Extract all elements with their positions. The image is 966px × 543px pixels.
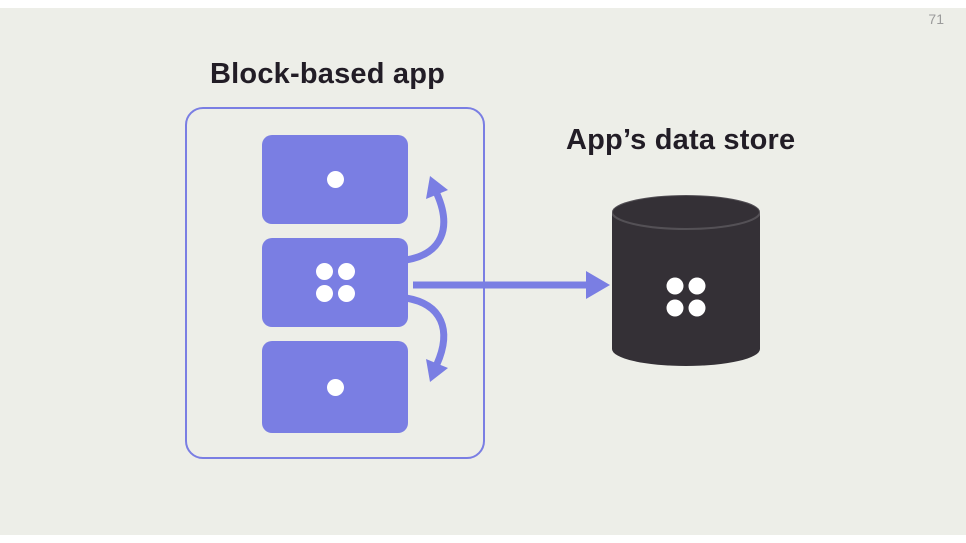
app-block-middle [262,238,408,327]
app-block-bottom [262,341,408,433]
single-dot-icon [326,378,344,396]
app-block-top [262,135,408,224]
data-store-title: App’s data store [566,124,796,156]
page-number: 71 [928,11,944,27]
dot-icon [337,285,355,302]
database-four-dot-icon [666,277,706,317]
database-cylinder-icon [611,194,761,366]
block-app-title: Block-based app [210,58,446,90]
top-margin [0,0,966,8]
bottom-margin [0,535,966,543]
dot-icon [337,263,355,280]
dot-icon [315,285,333,302]
block-app-container [185,107,485,459]
dot-icon [315,263,333,280]
four-dot-icon [315,263,355,302]
single-dot-icon [326,171,344,188]
